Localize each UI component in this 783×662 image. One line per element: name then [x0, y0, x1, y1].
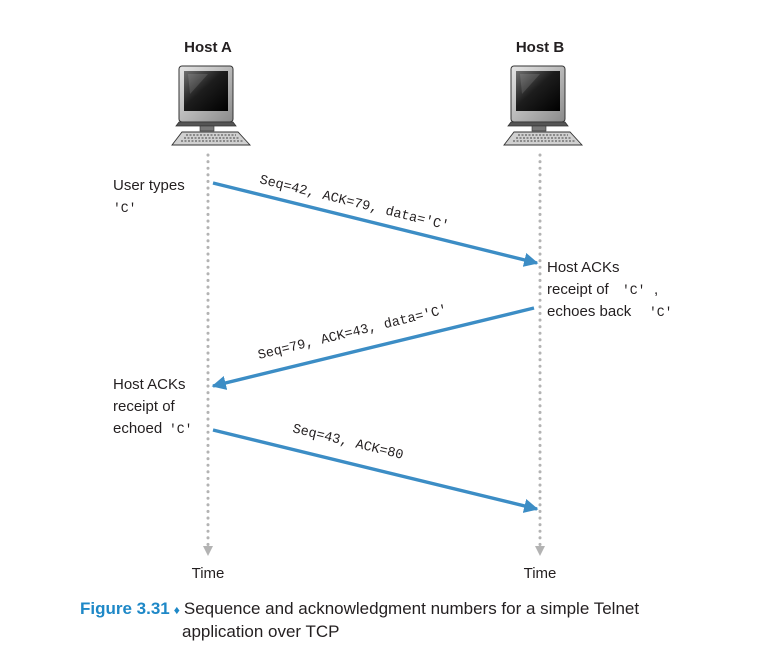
- message-arrow-1: [212, 181, 539, 267]
- host-a-timeline-arrowhead: [203, 546, 213, 556]
- caption-separator-icon: ♦: [173, 603, 180, 617]
- note-text: echoed: [113, 420, 162, 437]
- figure-number: Figure 3.31: [80, 599, 170, 618]
- host-b-label: Host B: [516, 39, 565, 56]
- caption-text-line-1: Sequence and acknowledgment numbers for …: [183, 599, 640, 618]
- caption-text-line-2: application over TCP: [182, 622, 340, 641]
- note-char: 'C': [113, 201, 136, 216]
- message-label-3: Seq=43, ACK=80: [291, 422, 405, 463]
- note-text: echoes back: [547, 303, 632, 320]
- host-a-computer-icon: [171, 65, 252, 146]
- host-b-note-acks-receipt: Host ACKs receipt of 'C' , echoes back '…: [547, 259, 672, 320]
- host-a-label: Host A: [184, 39, 232, 56]
- note-text: ,: [654, 281, 658, 298]
- message-label-1: Seq=42, ACK=79, data='C': [258, 173, 450, 234]
- message-label-2: Seq=79, ACK=43, data='C': [257, 303, 449, 364]
- note-text: Host ACKs: [547, 259, 620, 276]
- message-arrow-2: [211, 306, 535, 390]
- note-char: 'C': [649, 305, 672, 320]
- note-text: receipt of: [113, 398, 176, 415]
- host-a-note-user-types: User types 'C': [113, 177, 185, 216]
- host-b-timeline-arrowhead: [535, 546, 545, 556]
- host-a-note-acks-echo: Host ACKs receipt of echoed 'C': [113, 376, 192, 437]
- note-text: User types: [113, 177, 185, 194]
- message-arrow-3: [212, 428, 539, 513]
- host-b-computer-icon: [503, 65, 584, 146]
- sequence-diagram: Host A Host B Seq=42, ACK=79, data='C' S…: [113, 39, 672, 582]
- host-a-time-label: Time: [192, 565, 225, 582]
- note-text: Host ACKs: [113, 376, 186, 393]
- host-b-time-label: Time: [524, 565, 557, 582]
- note-text: receipt of: [547, 281, 610, 298]
- figure-caption: Figure 3.31♦Sequence and acknowledgment …: [80, 598, 770, 642]
- note-char: 'C': [622, 283, 645, 298]
- note-char: 'C': [169, 422, 192, 437]
